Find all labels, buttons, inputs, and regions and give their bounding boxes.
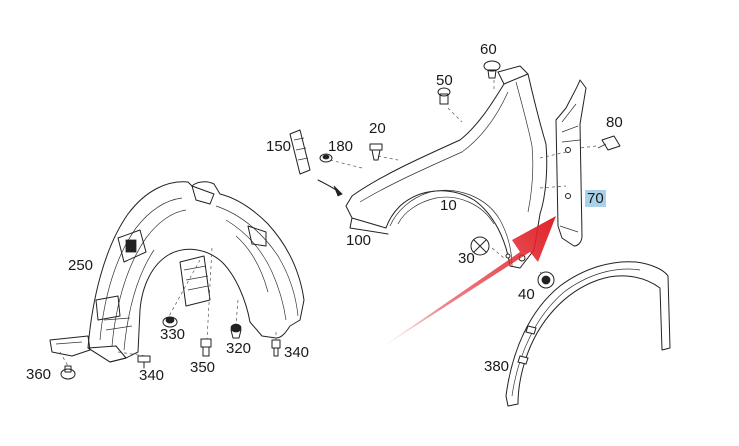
part-label-80: 80 bbox=[606, 114, 623, 131]
part-label-150: 150 bbox=[266, 138, 292, 155]
part-label-70-highlighted: 70 bbox=[585, 190, 606, 207]
fender-side-trim bbox=[555, 79, 587, 247]
wheel-arch-flare bbox=[505, 261, 671, 407]
part-label-100: 100 bbox=[346, 232, 372, 249]
fender-fasteners bbox=[289, 60, 621, 289]
liner-fasteners bbox=[60, 316, 281, 380]
part-label-360: 360 bbox=[26, 366, 52, 383]
part-label-60: 60 bbox=[480, 41, 497, 58]
part-label-50: 50 bbox=[436, 72, 453, 89]
part-label-180: 180 bbox=[328, 138, 354, 155]
part-label-340-right: 340 bbox=[284, 344, 310, 361]
front-fender bbox=[317, 65, 597, 279]
part-label-10: 10 bbox=[440, 197, 457, 214]
part-label-340-left: 340 bbox=[139, 367, 165, 384]
part-label-20: 20 bbox=[369, 120, 386, 137]
part-label-330: 330 bbox=[160, 326, 186, 343]
part-label-350: 350 bbox=[190, 359, 216, 376]
part-label-380: 380 bbox=[484, 358, 510, 375]
highlight-arrow bbox=[378, 216, 556, 350]
part-label-250: 250 bbox=[68, 257, 94, 274]
wheel-arch-liner bbox=[49, 181, 305, 367]
part-label-320: 320 bbox=[226, 340, 252, 357]
part-label-30: 30 bbox=[458, 250, 475, 267]
part-label-40: 40 bbox=[518, 286, 535, 303]
